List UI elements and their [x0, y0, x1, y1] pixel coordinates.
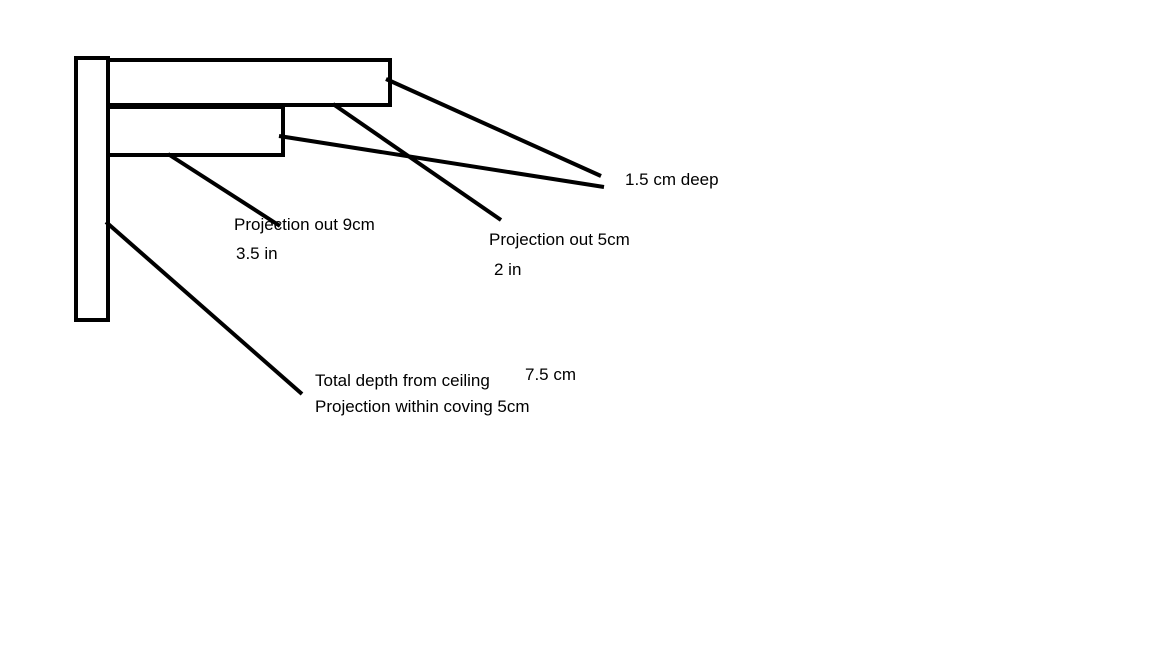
vertical-board	[74, 56, 110, 322]
depth-label: 1.5 cm deep	[625, 170, 719, 189]
upper-shelf	[106, 58, 392, 107]
leader-line-projection-9cm	[166, 152, 282, 228]
total-depth-label: Total depth from ceiling	[315, 371, 490, 390]
total-depth-value: 7.5 cm	[525, 365, 576, 384]
coving-label: Projection within coving 5cm	[315, 397, 529, 416]
projection-5cm-label: Projection out 5cm	[489, 230, 630, 249]
lower-shelf	[106, 105, 285, 157]
leader-line-lower-depth	[278, 134, 605, 189]
leader-line-total-depth	[104, 220, 304, 396]
projection-5cm-inches-label: 2 in	[494, 260, 521, 279]
projection-9cm-inches-label: 3.5 in	[236, 244, 278, 263]
leader-line-projection-5cm	[331, 102, 503, 222]
projection-9cm-label: Projection out 9cm	[234, 215, 375, 234]
leader-line-upper-depth	[385, 77, 602, 178]
